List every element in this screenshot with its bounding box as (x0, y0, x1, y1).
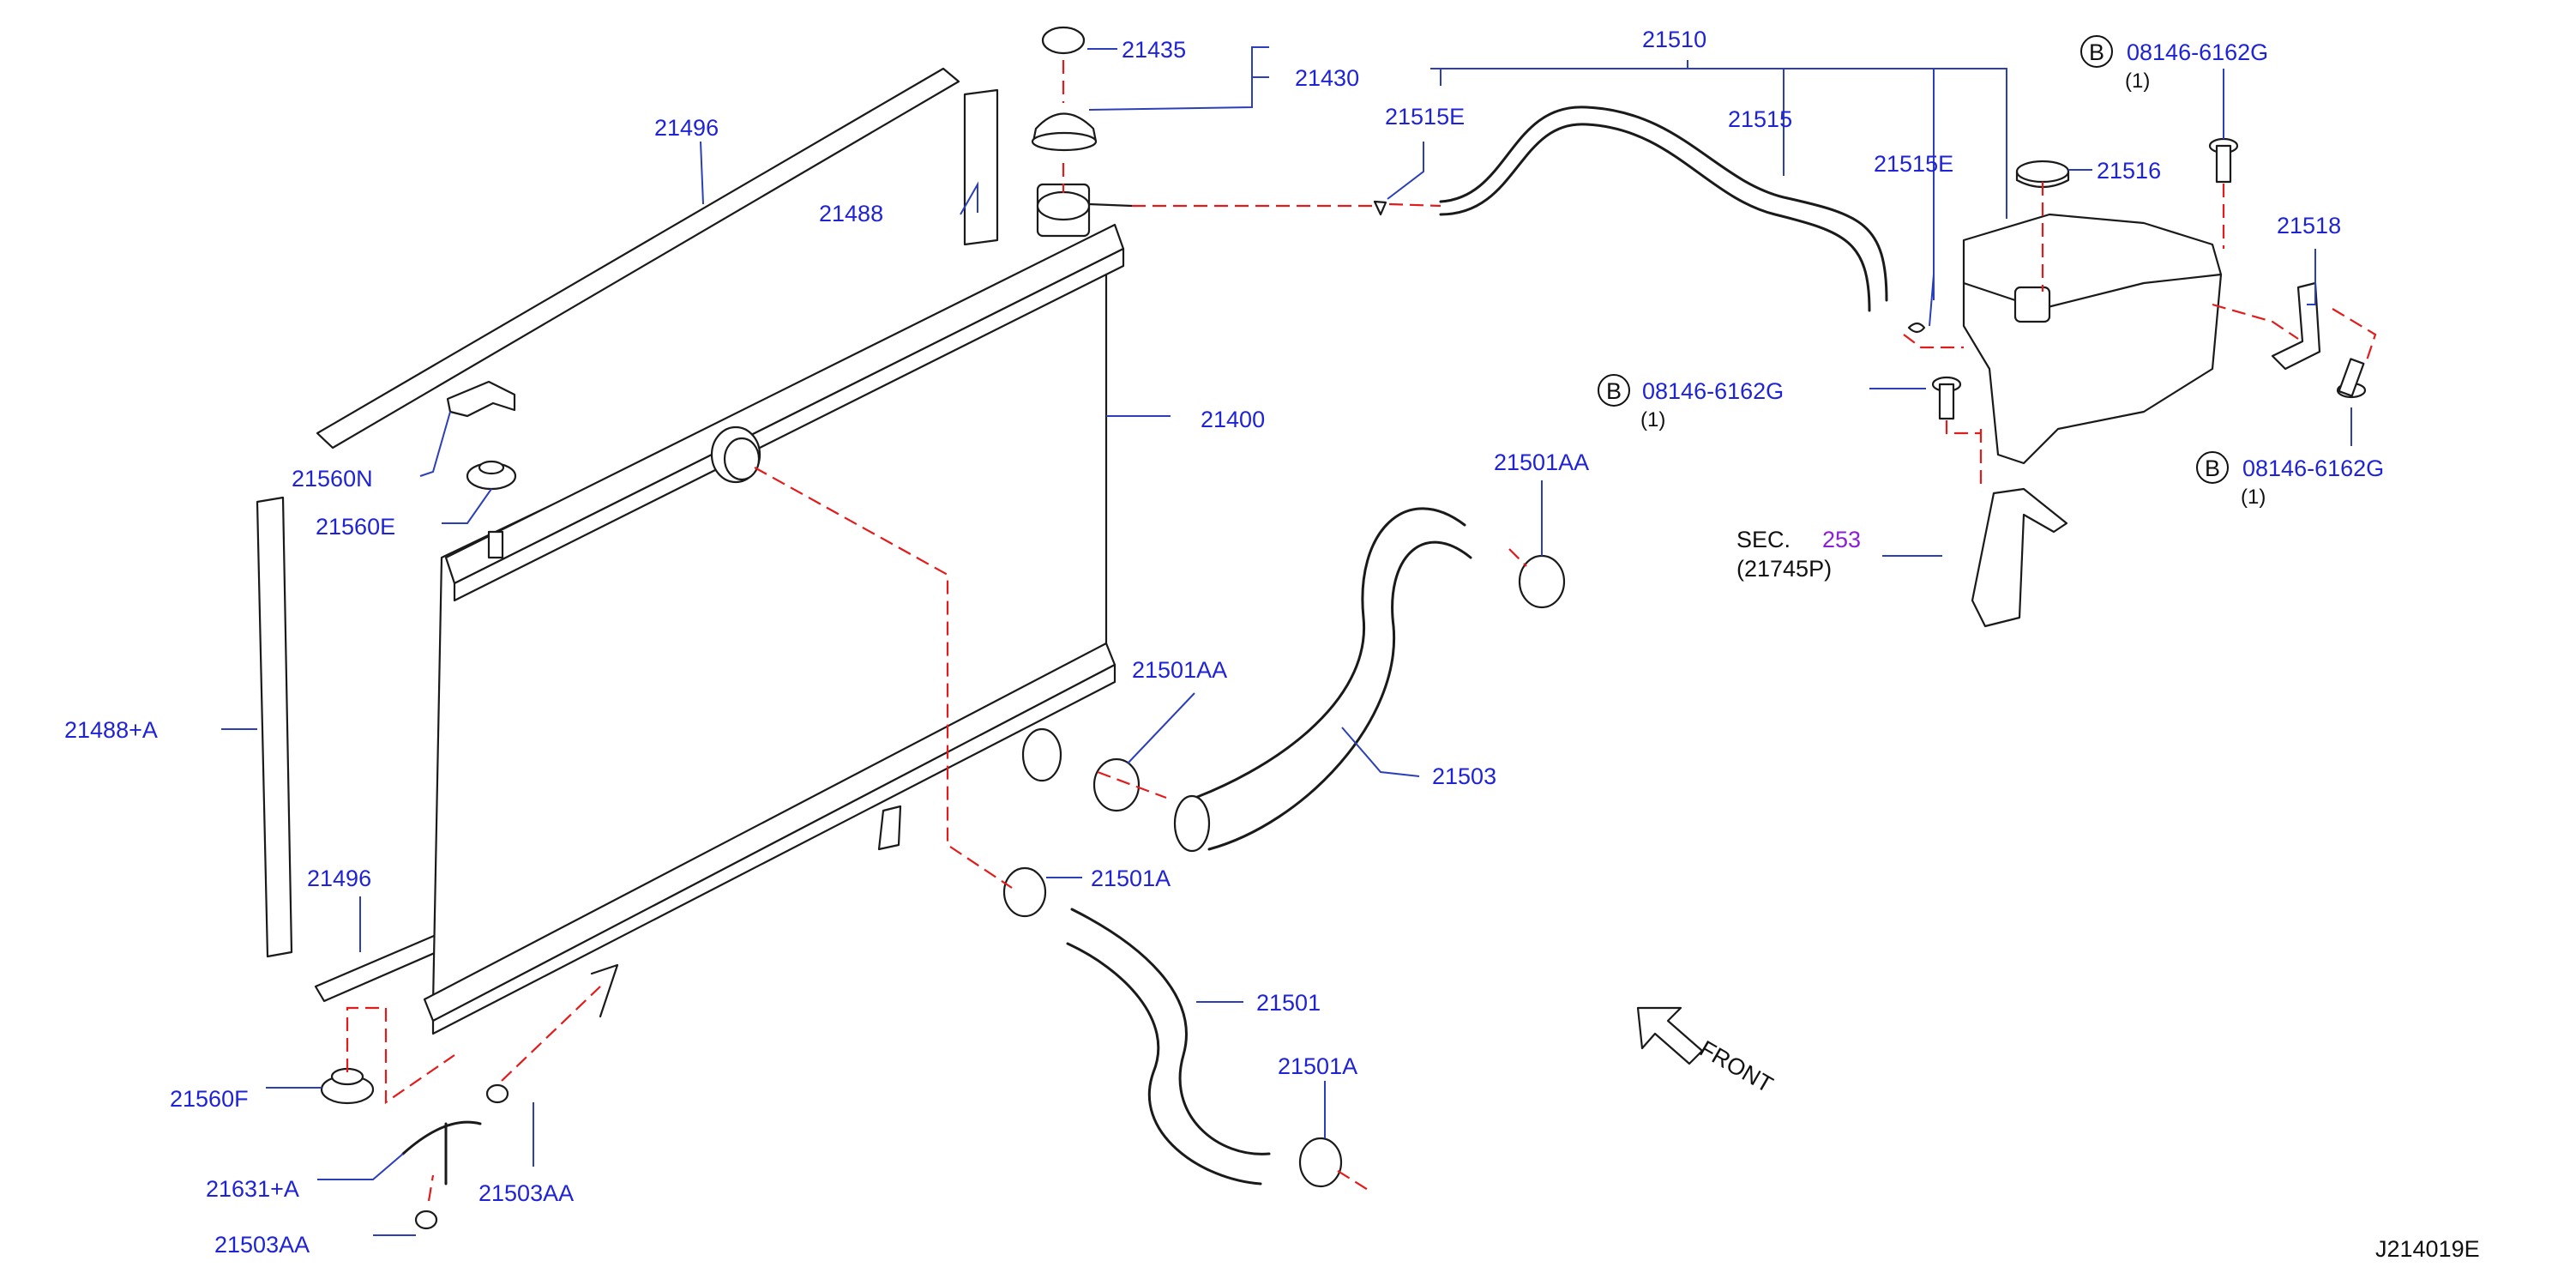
label-21501AA-upper[interactable]: 21501AA (1494, 449, 1589, 475)
label-21400[interactable]: 21400 (1201, 407, 1265, 432)
section-reference[interactable]: SEC. 253 (21745P) (1736, 527, 1942, 582)
section-prefix: SEC. (1736, 527, 1791, 552)
label-21488[interactable]: 21488 (819, 201, 883, 226)
support-bracket[interactable] (1971, 487, 2068, 628)
bolt-right[interactable] (2336, 358, 2367, 399)
bolt-code: 08146-6162G (2242, 456, 2384, 481)
label-21515E-left[interactable]: 21515E (1385, 104, 1465, 130)
bolt-callout-right[interactable]: B 08146-6162G (1) (2196, 451, 2384, 509)
mount-bush-upper[interactable] (466, 460, 517, 491)
leader-lines (221, 46, 2352, 1236)
label-21501A-lower[interactable]: 21501A (1278, 1053, 1357, 1079)
drain-cock[interactable] (401, 1120, 482, 1186)
mount-bracket-upper[interactable] (446, 380, 516, 418)
section-number[interactable]: 253 (1822, 527, 1861, 552)
front-label: FRONT (1695, 1035, 1778, 1097)
bolt-middle[interactable] (1931, 376, 1962, 420)
label-21515[interactable]: 21515 (1728, 106, 1792, 132)
label-21503[interactable]: 21503 (1432, 763, 1496, 789)
hose-clamp-mid[interactable] (1092, 757, 1141, 812)
bolt-upper[interactable] (2208, 137, 2239, 184)
small-clamp-upper[interactable] (485, 1083, 509, 1104)
label-21560E[interactable]: 21560E (316, 514, 395, 540)
lower-radiator-hose[interactable] (1066, 908, 1271, 1186)
assembly-lines (346, 60, 2377, 1202)
bolt-callout-middle[interactable]: B 08146-6162G (1) (1598, 374, 1784, 431)
label-21631A[interactable]: 21631+A (206, 1176, 299, 1202)
section-sub: (21745P) (1736, 556, 1832, 582)
hose-clip-right[interactable] (1907, 322, 1926, 334)
small-clamp-lower[interactable] (414, 1210, 438, 1230)
upper-hose-end (1173, 794, 1211, 853)
bolt-code: 08146-6162G (1642, 378, 1784, 404)
upper-seal-strip[interactable] (316, 67, 960, 449)
label-21488A[interactable]: 21488+A (64, 717, 158, 743)
front-arrow-icon (1636, 1006, 1704, 1065)
reservoir-tank[interactable] (1962, 213, 2223, 465)
label-21560F[interactable]: 21560F (170, 1086, 249, 1112)
label-21501[interactable]: 21501 (1256, 990, 1321, 1016)
label-21518[interactable]: 21518 (2277, 213, 2341, 238)
label-21501AA-mid[interactable]: 21501AA (1132, 657, 1227, 683)
bolt-symbol: B (2089, 39, 2104, 65)
hose-clamp-upper[interactable] (1518, 554, 1566, 609)
diagram-code: J214019E (2375, 1236, 2480, 1262)
label-21503AA-bottom[interactable]: 21503AA (214, 1232, 310, 1258)
left-seal-strip[interactable] (256, 496, 293, 958)
label-21430[interactable]: 21430 (1295, 65, 1359, 91)
upper-radiator-hose[interactable] (1182, 507, 1472, 851)
label-21435[interactable]: 21435 (1122, 37, 1186, 63)
bolt-callout-upper[interactable]: B 08146-6162G (1) (2080, 35, 2268, 93)
label-21515E-right[interactable]: 21515E (1874, 151, 1953, 177)
label-21501A-upper[interactable]: 21501A (1091, 866, 1171, 891)
cap-seal[interactable] (1041, 26, 1086, 55)
label-21560N[interactable]: 21560N (292, 466, 373, 492)
label-21510[interactable]: 21510 (1642, 27, 1706, 52)
bolt-symbol: B (1606, 378, 1622, 404)
radiator-cap[interactable] (1031, 112, 1098, 152)
label-21496-top[interactable]: 21496 (654, 115, 719, 141)
label-21496-bottom[interactable]: 21496 (307, 866, 371, 891)
bolt-code: 08146-6162G (2127, 39, 2268, 65)
bolt-symbol: B (2205, 456, 2220, 481)
label-21516[interactable]: 21516 (2097, 158, 2161, 184)
hose-clamp-lower-a[interactable] (1002, 866, 1047, 918)
bolt-qty: (1) (2241, 486, 2266, 509)
side-seal-strip[interactable] (963, 88, 999, 246)
bolt-qty: (1) (2125, 69, 2150, 93)
overflow-hose[interactable] (1439, 106, 1888, 312)
mount-bush-lower[interactable] (320, 1067, 375, 1105)
bolt-qty: (1) (1640, 408, 1665, 431)
label-21503AA-right[interactable]: 21503AA (478, 1180, 574, 1206)
hose-clip-left[interactable] (1373, 200, 1387, 216)
hose-clamp-lower-b[interactable] (1298, 1137, 1343, 1188)
radiator-core[interactable] (423, 183, 1134, 1035)
